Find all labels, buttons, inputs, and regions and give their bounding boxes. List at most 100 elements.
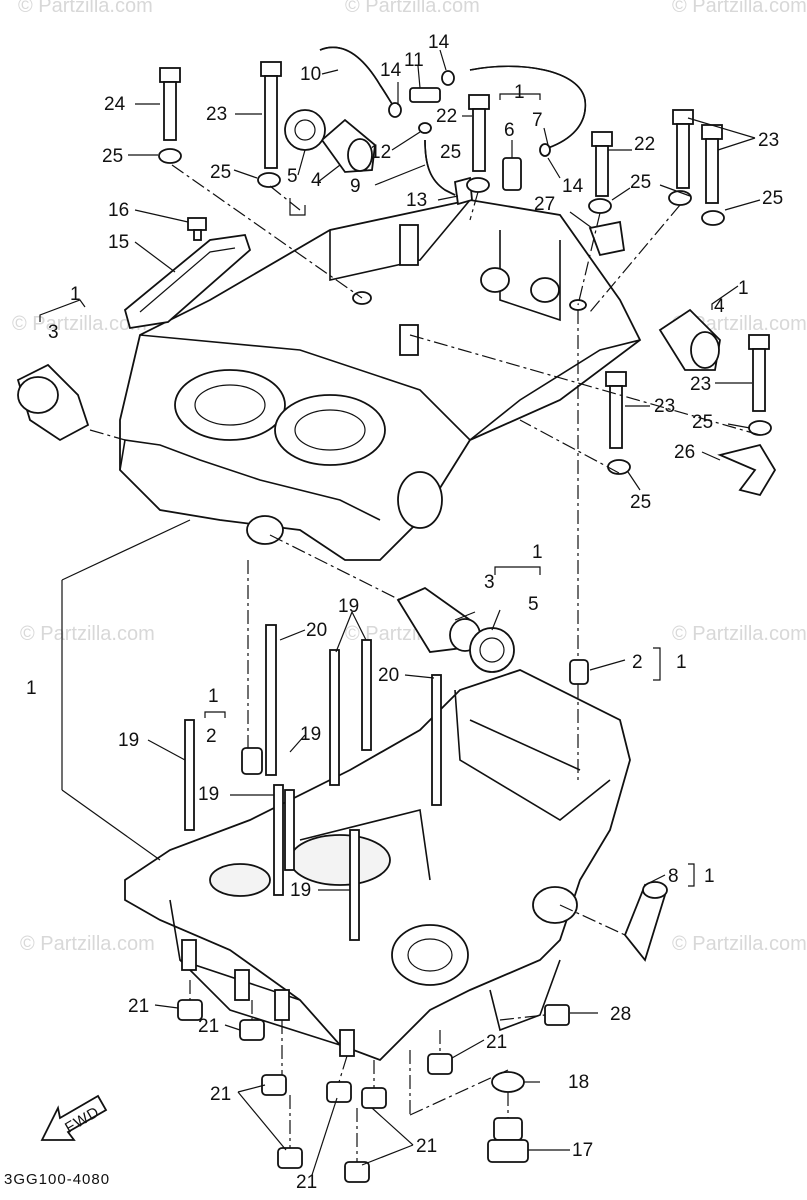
callout-19: 19 (198, 784, 219, 805)
bolt-23 (605, 371, 627, 387)
stud (361, 639, 372, 751)
callout-1: 1 (676, 652, 687, 673)
callout-23: 23 (690, 374, 711, 395)
block-28 (544, 1004, 570, 1026)
callout-25: 25 (762, 188, 783, 209)
callout-21: 21 (128, 996, 149, 1017)
watermark: © Partzilla.com (672, 933, 807, 955)
bolt-22 (591, 131, 613, 147)
bolt-23 (260, 61, 282, 77)
callout-21: 21 (296, 1172, 317, 1193)
callouts: 24 23 25 25 16 15 10 5 4 9 12 13 14 11 1… (26, 32, 783, 1193)
washers (158, 148, 772, 475)
callout-27: 27 (534, 194, 555, 215)
callout-2: 2 (632, 652, 643, 673)
bolt-23 (672, 109, 694, 125)
callout-1: 1 (514, 82, 525, 103)
fitting-11 (409, 87, 441, 103)
callout-21: 21 (416, 1136, 437, 1157)
callout-10: 10 (300, 64, 321, 85)
callout-25: 25 (692, 412, 713, 433)
upper-crankcase (119, 199, 642, 561)
nut-21 (427, 1053, 453, 1075)
watermark: © Partzilla.com (20, 623, 155, 645)
washer-25 (668, 190, 692, 206)
callout-5: 5 (528, 594, 539, 615)
callout-2: 2 (206, 726, 217, 747)
callout-25: 25 (630, 172, 651, 193)
callout-26: 26 (674, 442, 695, 463)
washer-25 (466, 177, 490, 193)
callout-1: 1 (738, 278, 749, 299)
dowel-pin (569, 659, 589, 685)
dowels (16, 109, 721, 962)
stud (273, 784, 284, 896)
callout-1: 1 (208, 686, 219, 707)
callout-25: 25 (102, 146, 123, 167)
callout-1: 1 (704, 866, 715, 887)
callout-17: 17 (572, 1140, 593, 1161)
callout-22: 22 (634, 134, 655, 155)
callout-1: 1 (532, 542, 543, 563)
watermark: © Partzilla.com (18, 0, 153, 17)
nut-21 (239, 1019, 265, 1041)
nut-21 (361, 1087, 387, 1109)
washer-25 (607, 459, 631, 475)
nut-21 (326, 1081, 352, 1103)
callout-4: 4 (714, 296, 725, 317)
seal-5 (469, 627, 515, 673)
callout-23: 23 (758, 130, 779, 151)
callout-19: 19 (338, 596, 359, 617)
stud (184, 719, 195, 831)
hoses (319, 46, 587, 206)
callout-16: 16 (108, 200, 129, 221)
callout-21: 21 (198, 1016, 219, 1037)
callout-9: 9 (350, 176, 361, 197)
callout-28: 28 (610, 1004, 631, 1025)
assembly-lines (89, 164, 761, 1162)
watermark: © Partzilla.com (345, 0, 480, 17)
bolts (159, 61, 770, 449)
callout-8: 8 (668, 866, 679, 887)
fitting-6 (502, 157, 522, 191)
callout-19: 19 (290, 880, 311, 901)
fwd-arrow: FWD (40, 1094, 108, 1141)
misc-parts (123, 217, 777, 1026)
callout-22: 22 (436, 106, 457, 127)
dowel-pin (241, 747, 263, 775)
watermark: © Partzilla.com (12, 313, 147, 335)
washer-25 (257, 172, 281, 188)
watermark: © Partzilla.com (672, 623, 807, 645)
callout-14: 14 (428, 32, 450, 53)
bracket-27 (588, 220, 626, 257)
diagram-code: 3GG100-4080 (4, 1171, 110, 1188)
callout-4: 4 (311, 170, 322, 191)
watermark: © Partzilla.com (20, 933, 155, 955)
callout-21: 21 (210, 1084, 231, 1105)
bolt-24 (159, 67, 181, 83)
callout-18: 18 (568, 1072, 589, 1093)
callout-15: 15 (108, 232, 129, 253)
stud (349, 829, 360, 941)
stud (265, 624, 277, 776)
bolt-22 (468, 94, 490, 110)
studs (184, 624, 442, 941)
callout-6: 6 (504, 120, 515, 141)
callout-20: 20 (306, 620, 327, 641)
watermark: © Partzilla.com (672, 0, 807, 17)
nut-21 (277, 1147, 303, 1169)
callout-25: 25 (630, 492, 651, 513)
callout-23: 23 (654, 396, 675, 417)
callout-7: 7 (532, 110, 543, 131)
stud (329, 649, 340, 786)
stud (431, 674, 442, 806)
callout-5: 5 (287, 166, 298, 187)
callout-25: 25 (440, 142, 461, 163)
callout-21: 21 (486, 1032, 507, 1053)
washer-25 (588, 198, 612, 214)
hose-10 (319, 46, 401, 116)
callout-14: 14 (562, 176, 584, 197)
screw-16 (187, 217, 207, 231)
callout-25: 25 (210, 162, 231, 183)
